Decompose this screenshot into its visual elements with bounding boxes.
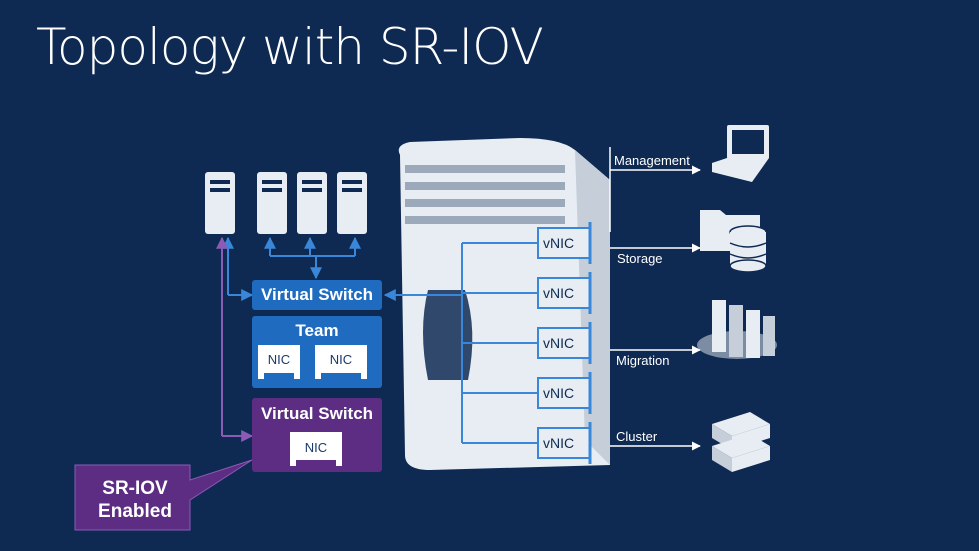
vnic-card	[537, 422, 592, 464]
vnic-label: vNIC	[543, 235, 575, 251]
callout-line-1: SR-IOV	[102, 478, 168, 499]
network-label-management: Management	[614, 153, 690, 168]
vnic-card	[537, 322, 592, 364]
vnic-bus-lines	[461, 242, 538, 444]
laptop-icon	[712, 125, 769, 182]
vm-server-icon	[205, 172, 235, 234]
sriov-nic-label: NIC	[304, 440, 328, 455]
vm-server-icon	[337, 172, 367, 234]
storage-database-icon	[700, 210, 767, 273]
nic-label: NIC	[267, 352, 291, 367]
virtual-switch-box	[252, 280, 382, 310]
sriov-callout-text: SR-IOV Enabled	[75, 477, 195, 523]
sriov-virtual-switch-label: Virtual Switch	[260, 404, 374, 423]
sriov-connector-line	[216, 236, 254, 442]
team-label: Team	[295, 321, 339, 340]
network-arrows	[609, 147, 701, 451]
network-label-migration: Migration	[616, 353, 670, 368]
vnic-card	[537, 372, 592, 414]
vnic-card	[537, 222, 592, 264]
vnic-label: vNIC	[543, 385, 575, 401]
vnic-label: vNIC	[543, 285, 575, 301]
vm-server-icon	[257, 172, 287, 234]
nic-label: NIC	[329, 352, 353, 367]
datacenter-icon	[697, 300, 777, 359]
callout-line-2: Enabled	[98, 501, 172, 522]
network-label-storage: Storage	[617, 251, 663, 266]
nic-card-icon	[315, 345, 367, 379]
cluster-servers-icon	[712, 412, 770, 472]
vnic-label: vNIC	[543, 335, 575, 351]
nic-card-icon	[258, 345, 300, 379]
slide-title: Topology with SR-IOV	[36, 18, 544, 76]
vnic-label: vNIC	[543, 435, 575, 451]
virtual-switch-label: Virtual Switch	[260, 285, 374, 304]
vnic-card	[537, 272, 592, 314]
sriov-nic-card-icon	[290, 432, 342, 466]
sriov-callout	[74, 459, 253, 531]
vm-server-icon	[297, 172, 327, 234]
network-label-cluster: Cluster	[616, 429, 658, 444]
vm-connector-lines	[222, 236, 462, 301]
